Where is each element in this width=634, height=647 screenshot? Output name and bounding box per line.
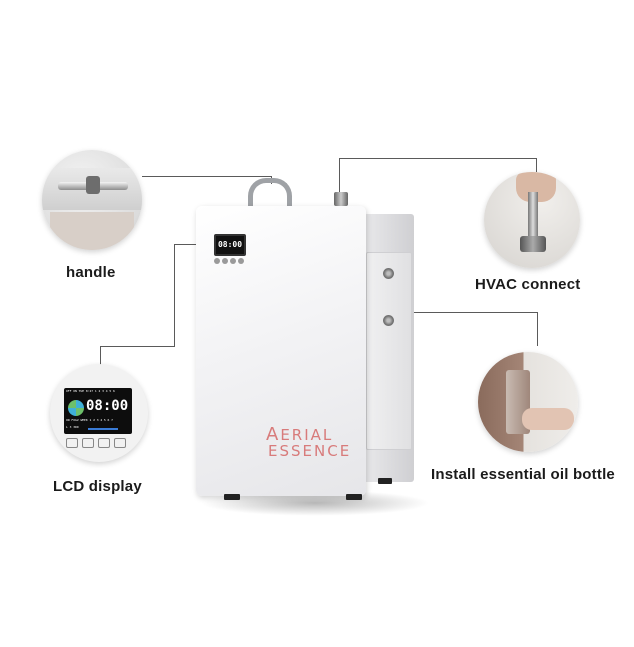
lcd-inset-top-row: OFF ON TUE 8:27 1 2 3 4 5 6 <box>66 389 115 393</box>
install-callout-line-v <box>537 312 538 346</box>
brand-logo-line1-text: ERIAL <box>280 426 334 444</box>
brand-logo-line2: ESSENCE <box>268 442 352 460</box>
handle-caption: handle <box>66 264 116 281</box>
lcd-inset-low-row: L 3 3RD <box>66 425 79 429</box>
hvac-caption: HVAC connect <box>475 276 581 293</box>
handle-callout-line-h <box>142 176 272 177</box>
handle-inset-knob <box>86 176 100 194</box>
unit-foot-back <box>378 478 392 484</box>
brand-logo-line1: AERIAL <box>266 424 333 445</box>
handle-inset-box <box>50 212 134 250</box>
lcd-button-2[interactable] <box>82 438 94 448</box>
hvac-callout-line-v2 <box>536 158 537 172</box>
side-port-upper <box>383 268 394 279</box>
hvac-pipe <box>528 192 538 252</box>
side-port-lower <box>383 315 394 326</box>
hvac-callout-line-h <box>339 158 537 159</box>
hvac-inset-image <box>484 172 580 268</box>
lcd-callout-line-v1 <box>100 346 101 366</box>
device-button-2[interactable] <box>222 258 228 264</box>
device-button-4[interactable] <box>238 258 244 264</box>
install-hand <box>522 408 574 430</box>
hvac-fitting <box>520 236 546 252</box>
lcd-callout-line-v2 <box>174 244 175 347</box>
install-callout-line-h <box>414 312 538 313</box>
install-caption: Install essential oil bottle <box>431 466 615 483</box>
unit-handle[interactable] <box>248 178 292 213</box>
lcd-caption: LCD display <box>53 478 142 495</box>
unit-foot-left <box>224 494 240 500</box>
device-button-1[interactable] <box>214 258 220 264</box>
lcd-inset-level-bar <box>88 428 118 430</box>
lcd-inset-screen: OFF ON TUE 8:27 1 2 3 4 5 6 08:00 ON FOG… <box>64 388 132 434</box>
hvac-connector[interactable] <box>334 192 348 206</box>
unit-side-panel <box>366 252 412 450</box>
brand-logo-initial: A <box>266 424 281 445</box>
fan-icon <box>68 400 84 416</box>
lcd-callout-line-h <box>100 346 174 347</box>
lcd-button-3[interactable] <box>98 438 110 448</box>
lcd-inset-image: OFF ON TUE 8:27 1 2 3 4 5 6 08:00 ON FOG… <box>50 364 148 462</box>
install-inset-image <box>478 352 578 452</box>
lcd-inset-time: 08:00 <box>86 398 129 414</box>
lcd-inset-mid-row: ON FOG2 WEEK 1 2 3 4 5 6 7 <box>66 418 113 422</box>
hvac-callout-line-v1 <box>339 158 340 192</box>
device-lcd-screen: 08:00 <box>214 234 246 256</box>
unit-foot-right <box>346 494 362 500</box>
device-button-3[interactable] <box>230 258 236 264</box>
lcd-button-4[interactable] <box>114 438 126 448</box>
lcd-button-1[interactable] <box>66 438 78 448</box>
handle-inset-image <box>42 150 142 250</box>
lcd-callout-line-h2 <box>174 244 196 245</box>
